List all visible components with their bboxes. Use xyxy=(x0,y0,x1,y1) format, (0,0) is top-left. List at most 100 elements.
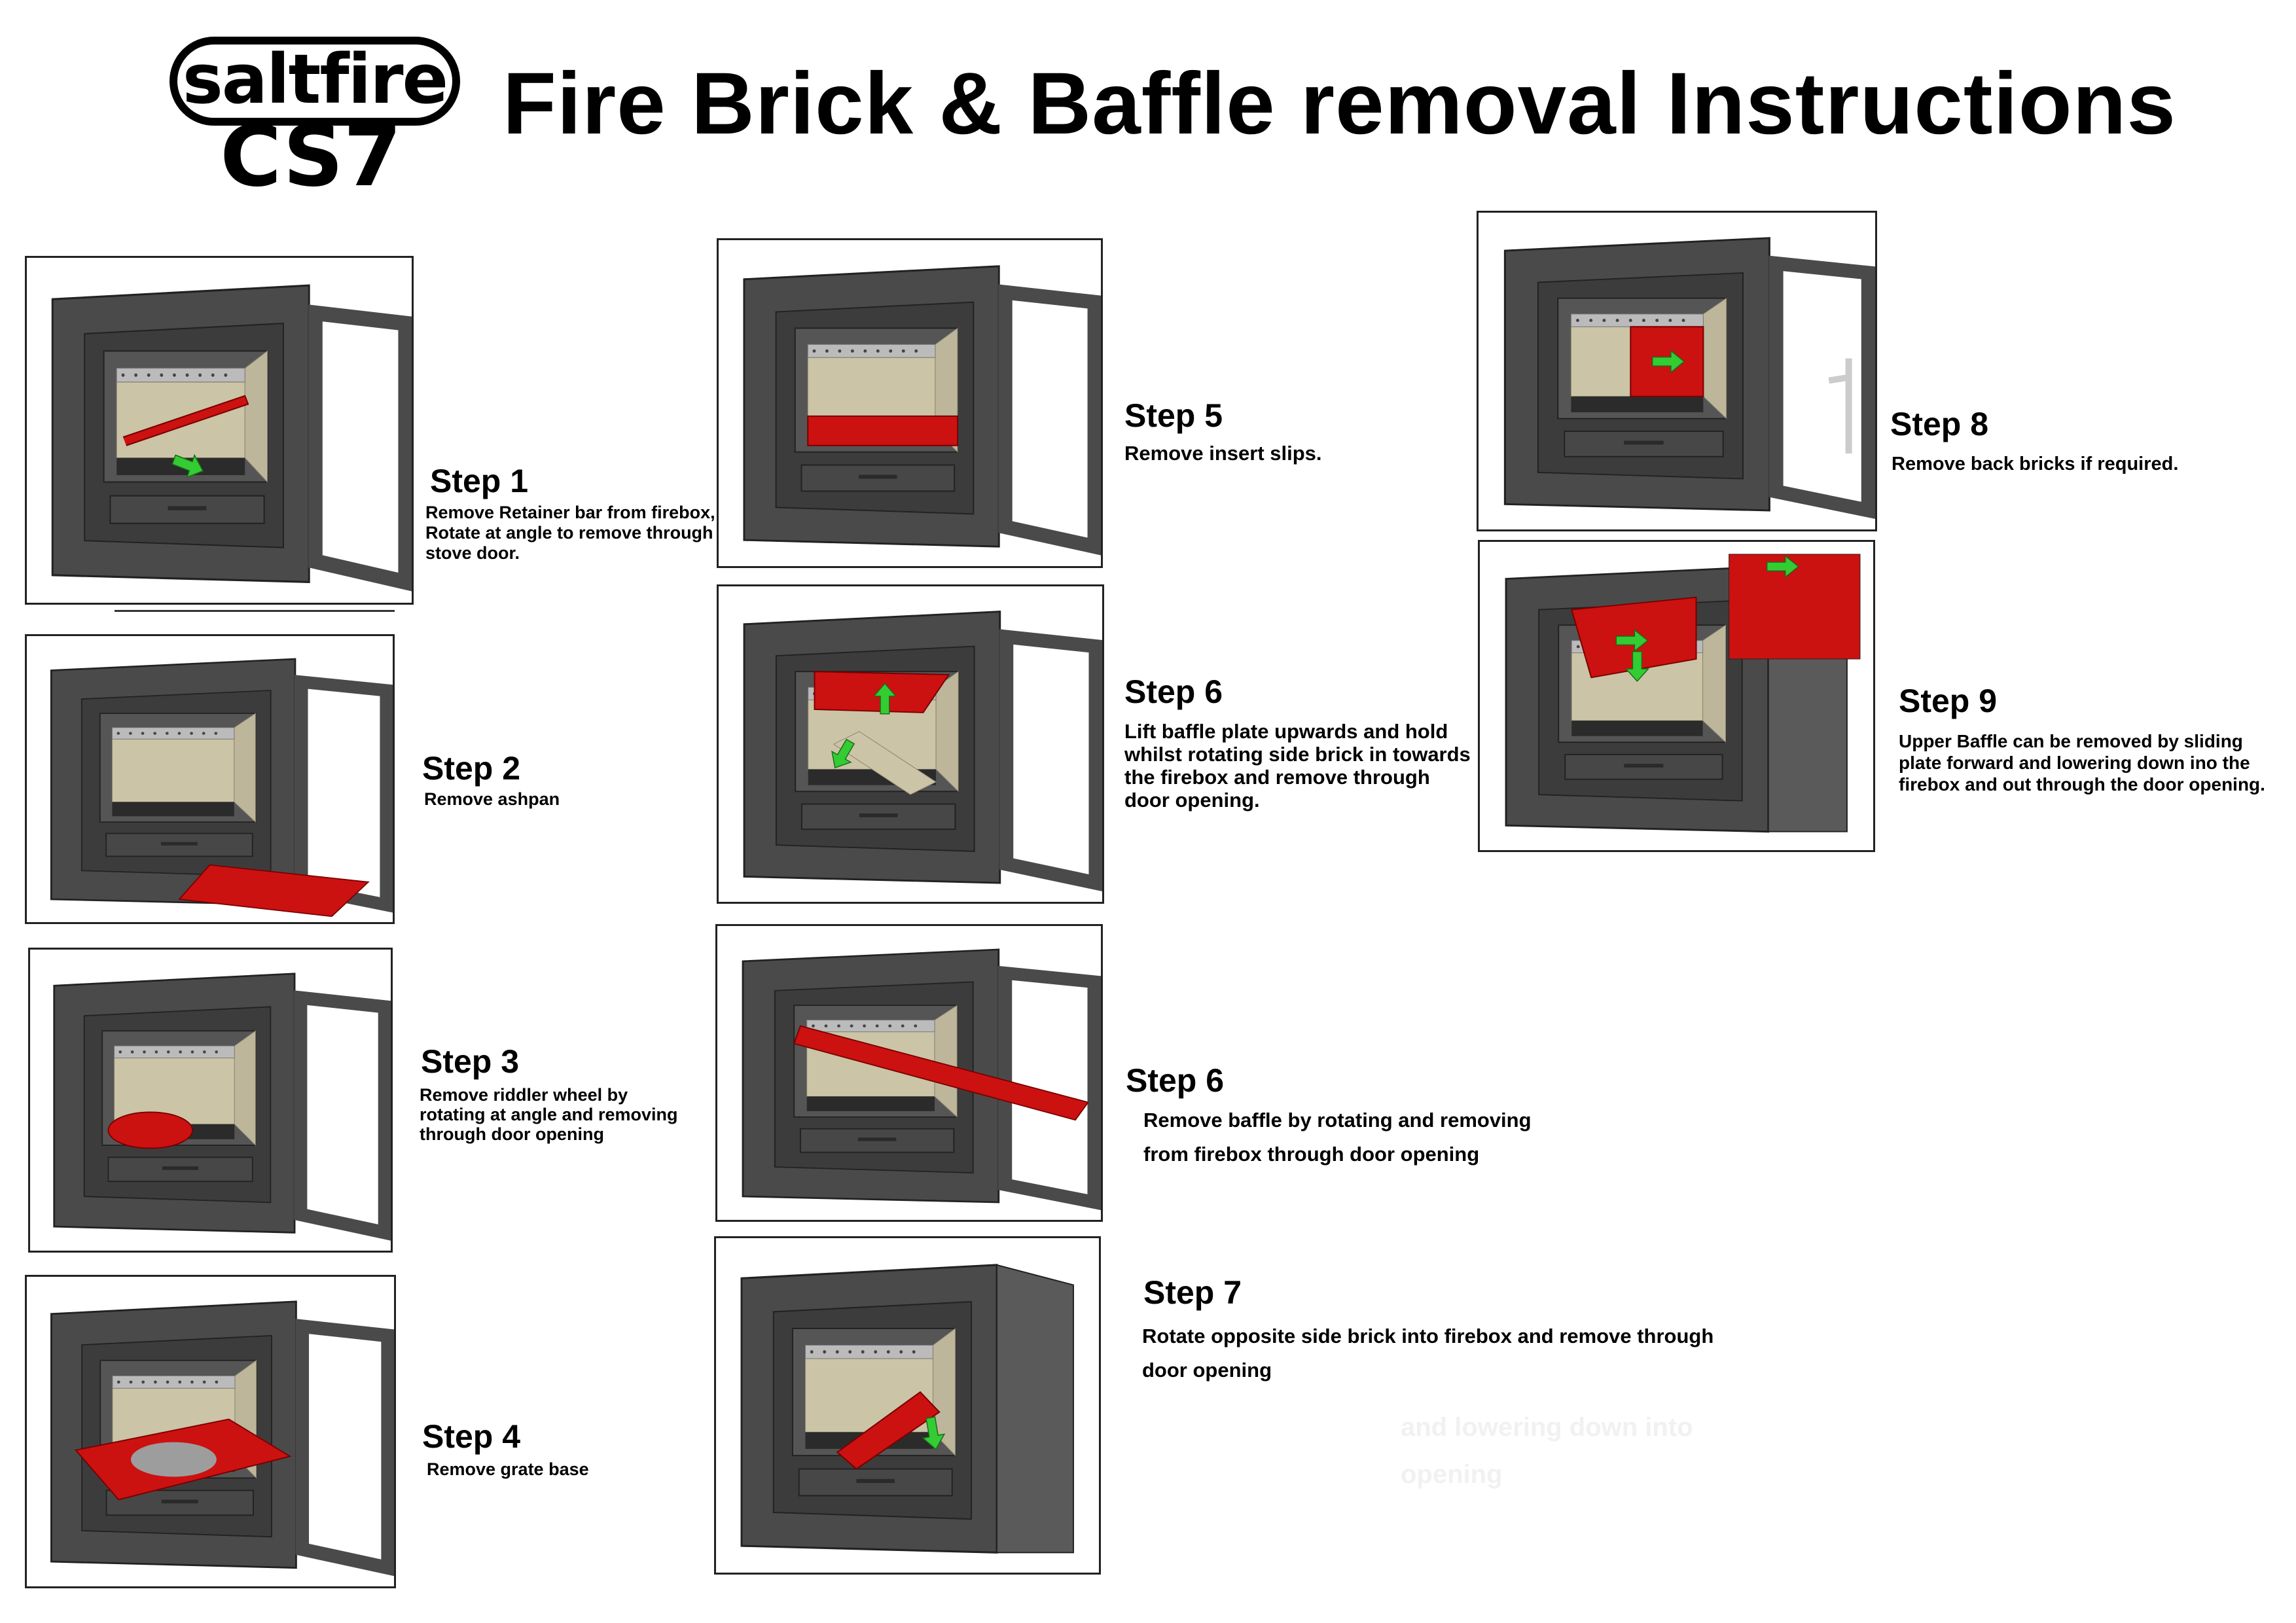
text-line: from firebox through door opening xyxy=(1143,1143,1480,1166)
text-line: Remove back bricks if required. xyxy=(1892,454,2179,474)
open-door xyxy=(294,990,391,1241)
side-brick xyxy=(234,713,256,823)
brand-logo: saltfire xyxy=(182,39,448,119)
open-door xyxy=(295,675,393,913)
step-6b-description: Remove baffle by rotating and removing f… xyxy=(1143,1103,1532,1171)
text-line: Upper Baffle can be removed by sliding xyxy=(1899,731,2243,751)
steel-strip xyxy=(114,1045,235,1059)
ashpan-front xyxy=(1564,430,1724,457)
divider xyxy=(115,610,395,612)
step-5-heading: Step 5 xyxy=(1124,397,1223,434)
text-line: stove door. xyxy=(425,543,520,563)
text-line: Rotate opposite side brick into firebox … xyxy=(1142,1325,1714,1347)
stove-drawing xyxy=(50,1300,394,1577)
text-line: rotating at angle and removing xyxy=(420,1105,678,1124)
step-6-description: Lift baffle plate upwards and hold whils… xyxy=(1124,720,1471,812)
model-name: CS7 xyxy=(220,108,402,205)
grate xyxy=(112,802,234,817)
text-line: Remove Retainer bar from firebox, xyxy=(425,503,715,522)
green-arrow-icon xyxy=(1766,555,1799,579)
step-1-description: Remove Retainer bar from firebox, Rotate… xyxy=(425,503,715,563)
text-line: opening xyxy=(1401,1460,1503,1489)
step-4-description: Remove grate base xyxy=(427,1459,589,1480)
step-7-heading: Step 7 xyxy=(1143,1274,1242,1311)
text-line: Remove insert slips. xyxy=(1124,442,1322,465)
stove-drawing xyxy=(742,948,1101,1211)
grate xyxy=(806,1096,935,1111)
text-line: plate forward and lowering down ino the xyxy=(1899,753,2250,773)
ashpan-highlight xyxy=(178,864,370,918)
step-7-description: Rotate opposite side brick into firebox … xyxy=(1142,1319,1713,1387)
green-arrow-icon xyxy=(171,454,204,478)
steel-strip xyxy=(116,368,245,383)
text-line: and lowering down into xyxy=(1401,1413,1693,1442)
page-title: Fire Brick & Baffle removal Instructions xyxy=(503,55,2176,152)
steel-strip xyxy=(805,1345,933,1359)
hook-tool xyxy=(1828,358,1852,454)
text-line: through door opening xyxy=(420,1124,604,1144)
step-2-heading: Step 2 xyxy=(422,750,521,787)
open-door xyxy=(998,284,1101,556)
step-4-heading: Step 4 xyxy=(422,1418,521,1455)
side-brick xyxy=(234,1030,256,1147)
step-8-description: Remove back bricks if required. xyxy=(1892,453,2178,476)
text-line: the firebox and remove through xyxy=(1124,766,1430,789)
step-8-heading: Step 8 xyxy=(1890,406,1989,442)
green-arrow-icon xyxy=(1615,629,1649,652)
text-line: door opening xyxy=(1142,1359,1272,1382)
text-line: Lift baffle plate upwards and hold xyxy=(1124,720,1448,743)
step-6b-heading: Step 6 xyxy=(1126,1062,1225,1099)
step-9-heading: Step 9 xyxy=(1899,683,1998,719)
side-brick xyxy=(933,1327,956,1457)
ashpan-front xyxy=(105,832,253,857)
stove-drawing xyxy=(740,1264,1074,1554)
step-3-heading: Step 3 xyxy=(421,1043,520,1080)
grate xyxy=(1571,396,1704,412)
step-9-illustration xyxy=(1478,540,1875,852)
text-line: Remove riddler wheel by xyxy=(420,1085,628,1105)
text-line: whilst rotating side brick in towards xyxy=(1124,743,1471,766)
insert-slips-highlight xyxy=(807,415,958,446)
open-door xyxy=(1768,255,1875,519)
text-line: Remove ashpan xyxy=(424,789,560,809)
baffle-highlight xyxy=(793,1025,1090,1121)
open-door xyxy=(997,965,1101,1211)
step-2-illustration xyxy=(25,634,395,924)
steel-strip xyxy=(807,344,936,358)
steel-strip xyxy=(806,1020,935,1033)
text-line: door opening. xyxy=(1124,789,1260,812)
green-arrow-icon xyxy=(1624,651,1650,682)
step-6-heading: Step 6 xyxy=(1124,673,1223,710)
step-3-illustration xyxy=(28,948,393,1253)
grate xyxy=(1571,721,1703,736)
riddler-wheel-highlight xyxy=(107,1111,193,1149)
retainer-bar-highlight xyxy=(122,395,249,446)
step-5-description: Remove insert slips. xyxy=(1124,442,1322,465)
green-arrow-icon xyxy=(1651,349,1685,374)
step-5-illustration xyxy=(717,238,1103,568)
green-arrow-icon xyxy=(872,683,897,715)
step-9-description: Upper Baffle can be removed by sliding p… xyxy=(1899,730,2265,795)
stove-drawing xyxy=(1503,237,1875,519)
green-arrow-icon xyxy=(831,738,855,769)
side-brick xyxy=(935,671,959,793)
step-6a-illustration xyxy=(717,584,1104,904)
text-line: Remove baffle by rotating and removing xyxy=(1143,1109,1532,1132)
step-4-illustration xyxy=(25,1275,396,1588)
stove-drawing xyxy=(743,265,1101,556)
green-arrow-icon xyxy=(922,1416,946,1450)
text-line: firebox and out through the door opening… xyxy=(1899,774,2265,794)
side-casing xyxy=(996,1264,1074,1554)
steel-strip xyxy=(112,1375,236,1389)
stove-drawing xyxy=(53,972,391,1241)
text-line: Remove grate base xyxy=(427,1459,589,1479)
stove-drawing xyxy=(51,284,412,592)
stove-drawing xyxy=(743,611,1102,891)
text-line: Rotate at angle to remove through xyxy=(425,523,713,543)
side-brick xyxy=(244,350,268,483)
steel-strip xyxy=(111,727,235,740)
stove-drawing xyxy=(1505,554,1861,833)
step-1-heading: Step 1 xyxy=(430,463,529,499)
step-3-description: Remove riddler wheel by rotating at angl… xyxy=(420,1085,678,1144)
step-2-description: Remove ashpan xyxy=(424,789,560,810)
